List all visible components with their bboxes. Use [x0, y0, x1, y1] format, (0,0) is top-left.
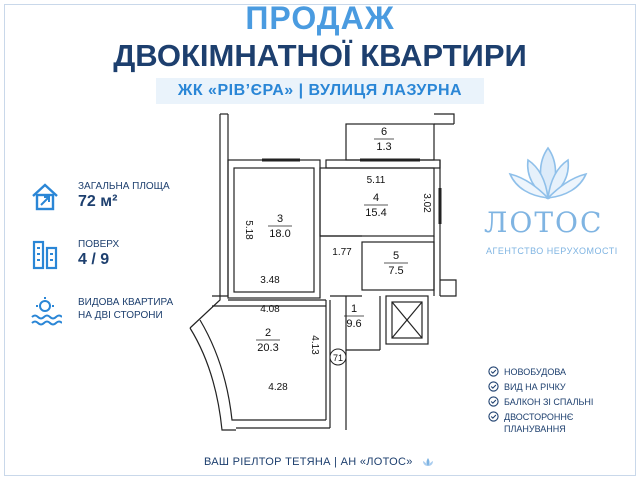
- floor-label: ПОВЕРХ: [78, 239, 120, 250]
- room-2-number: 2: [265, 327, 271, 339]
- apartment-number-circle: [329, 348, 347, 366]
- subtitle-bar: ЖК «РІВ’ЄРА» | ВУЛИЦЯ ЛАЗУРНА: [156, 78, 484, 104]
- house-icon: [32, 183, 58, 211]
- room-6-number: 6: [381, 126, 387, 138]
- dim-room2-bottom: 4.28: [268, 382, 288, 393]
- room-5-number: 5: [393, 250, 399, 262]
- dim-room3-width: 3.48: [260, 275, 280, 286]
- room-4-number: 4: [373, 192, 379, 204]
- check-circle-icon: [488, 381, 499, 392]
- room-1-number: 1: [351, 303, 357, 315]
- logo-tagline: АГЕНТСТВО НЕРУХОМОСТІ: [486, 246, 618, 256]
- feature-balcony: БАЛКОН ЗІ СПАЛЬНІ: [504, 397, 594, 407]
- feature-two-sided-line1: ДВОСТОРОННЄ: [504, 412, 574, 422]
- page-frame: [4, 4, 636, 476]
- feature-river-view: ВИД НА РІЧКУ: [504, 382, 566, 392]
- area-label: ЗАГАЛЬНА ПЛОЩА: [78, 181, 170, 192]
- check-circle-icon: [488, 366, 499, 377]
- check-circle-icon: [488, 411, 499, 422]
- title-line1: ПРОДАЖ: [245, 0, 395, 36]
- dim-room2-side: 4.13: [309, 335, 320, 355]
- room-5-area: 7.5: [388, 265, 403, 277]
- room-4-area: 15.4: [365, 207, 386, 219]
- lotus-small-icon: [423, 458, 434, 467]
- logo-name: ЛОТОС: [484, 206, 604, 239]
- check-circle-icon: [488, 396, 499, 407]
- apartment-number: 71: [333, 353, 343, 363]
- dim-room3-height: 5.18: [243, 220, 254, 240]
- building-icon: [32, 240, 58, 270]
- room-3-number: 3: [277, 213, 283, 225]
- view-label-line2: НА ДВІ СТОРОНИ: [78, 310, 163, 321]
- dim-room2-top: 4.08: [260, 304, 280, 315]
- room-2-area: 20.3: [257, 342, 278, 354]
- view-label-line1: ВИДОВА КВАРТИРА: [78, 297, 174, 308]
- dim-room4-height: 3.02: [421, 193, 432, 213]
- room-1-area: 9.6: [346, 318, 361, 330]
- room-3-area: 18.0: [269, 228, 290, 240]
- water-view-icon: [31, 297, 62, 326]
- title-line2: ДВОКІМНАТНОЇ КВАРТИРИ: [113, 38, 527, 73]
- area-value: 72 м²: [78, 193, 118, 210]
- feature-two-sided-line2: ПЛАНУВАННЯ: [504, 424, 566, 434]
- feature-new-building: НОВОБУДОВА: [504, 367, 567, 377]
- dim-room4-width: 5.11: [367, 175, 386, 186]
- lotus-logo-icon: [508, 146, 588, 200]
- footer-text: ВАШ РІЕЛТОР ТЕТЯНА | АН «ЛОТОС»: [203, 456, 413, 468]
- room-6-area: 1.3: [376, 141, 391, 153]
- floor-value: 4 / 9: [78, 251, 110, 268]
- dim-corridor: 1.77: [332, 247, 352, 258]
- footer: ВАШ РІЕЛТОР ТЕТЯНА | АН «ЛОТОС»: [0, 456, 640, 468]
